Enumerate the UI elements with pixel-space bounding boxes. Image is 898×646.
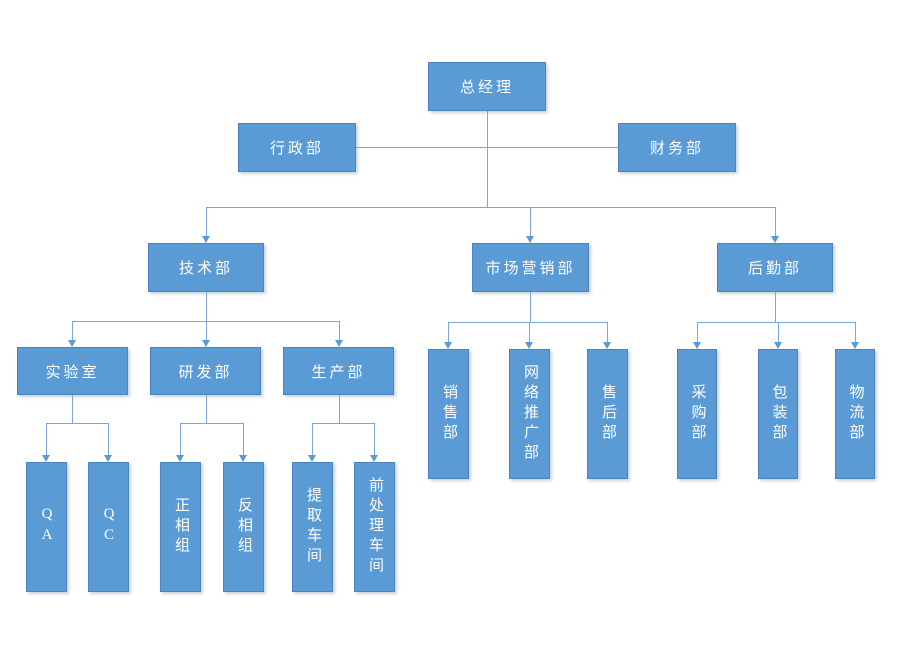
arrowhead-sales [444,342,452,349]
org-node-after-sales[interactable]: 售后部 [587,349,628,479]
connector-drop-production [339,321,340,341]
connector-logistics-bus [697,322,855,323]
org-node-production[interactable]: 生产部 [283,347,394,395]
arrowhead-rnd [202,340,210,347]
connector-drop-rnd [206,321,207,341]
org-node-shipping[interactable]: 物流部 [835,349,875,479]
connector-drop-lab [72,321,73,341]
connector-production-bus [312,423,375,424]
org-node-ceo-label: 总经理 [459,80,514,96]
connector-tech-trunk [206,292,207,321]
connector-lab-bus [46,423,109,424]
org-node-reverse-phase[interactable]: 反相组 [223,462,264,592]
arrowhead-purchasing [693,342,701,349]
arrowhead-online-promo [525,342,533,349]
org-node-admin[interactable]: 行政部 [238,123,356,172]
connector-drop-online-promo [529,322,530,343]
connector-drop-shipping [855,322,856,343]
connector-drop-qc [108,423,109,456]
connector-marketing-bus [448,322,607,323]
connector-drop-marketing [530,207,531,236]
connector-tech-bus [72,321,339,322]
org-node-ceo[interactable]: 总经理 [428,62,546,111]
org-node-packaging[interactable]: 包装部 [758,349,798,479]
org-node-extraction[interactable]: 提取车间 [292,462,333,592]
connector-drop-qa [46,423,47,456]
arrowhead-shipping [851,342,859,349]
connector-drop-normal-phase [180,423,181,456]
org-node-after-sales-label: 售后部 [600,384,616,444]
connector-production-trunk [339,395,340,423]
connector-drop-tech [206,207,207,236]
connector-ceo-trunk [487,111,488,207]
org-node-normal-phase[interactable]: 正相组 [160,462,201,592]
org-node-logistics-label: 后勤部 [747,261,802,277]
org-node-reverse-phase-label: 反相组 [236,497,252,557]
connector-admin-finance [356,147,618,148]
arrowhead-normal-phase [176,455,184,462]
connector-level3-bus [206,207,775,208]
org-node-rnd-label: 研发部 [178,364,233,381]
arrowhead-marketing [526,236,534,243]
org-node-sales[interactable]: 销售部 [428,349,469,479]
arrowhead-reverse-phase [239,455,247,462]
connector-rnd-bus [180,423,244,424]
connector-drop-pretreatment [374,423,375,456]
org-node-qa[interactable]: QA [26,462,67,592]
org-node-lab-label: 实验室 [45,364,100,381]
arrowhead-packaging [774,342,782,349]
org-node-marketing[interactable]: 市场营销部 [472,243,589,292]
arrowhead-extraction [308,455,316,462]
org-node-packaging-label: 包装部 [770,384,787,444]
arrowhead-qa [42,455,50,462]
arrowhead-tech [202,236,210,243]
connector-logistics-trunk [775,292,776,322]
org-node-qa-label: QA [39,506,55,548]
org-node-lab[interactable]: 实验室 [17,347,128,395]
connector-drop-reverse-phase [243,423,244,456]
org-node-marketing-label: 市场营销部 [485,261,576,277]
org-node-purchasing[interactable]: 采购部 [677,349,717,479]
org-node-purchasing-label: 采购部 [689,384,706,444]
org-node-rnd[interactable]: 研发部 [150,347,261,395]
org-node-qc-label: QC [101,506,117,548]
org-node-extraction-label: 提取车间 [305,487,321,567]
org-node-normal-phase-label: 正相组 [173,497,189,557]
connector-drop-logistics [775,207,776,236]
org-node-finance-label: 财务部 [649,141,704,157]
connector-drop-sales [448,322,449,343]
arrowhead-qc [104,455,112,462]
org-node-online-promo[interactable]: 网络推广部 [509,349,550,479]
connector-drop-purchasing [697,322,698,343]
org-node-tech-label: 技术部 [178,261,233,277]
arrowhead-pretreatment [370,455,378,462]
connector-drop-after-sales [607,322,608,343]
org-node-finance[interactable]: 财务部 [618,123,736,172]
org-node-pretreatment-label: 前处理车间 [367,477,383,577]
org-node-shipping-label: 物流部 [847,384,864,444]
connector-marketing-trunk [530,292,531,322]
connector-lab-trunk [72,395,73,423]
org-node-pretreatment[interactable]: 前处理车间 [354,462,395,592]
org-node-production-label: 生产部 [311,364,366,381]
connector-rnd-trunk [206,395,207,423]
connector-drop-packaging [778,322,779,343]
arrowhead-after-sales [603,342,611,349]
arrowhead-logistics [771,236,779,243]
org-node-online-promo-label: 网络推广部 [522,364,538,464]
arrowhead-lab [68,340,76,347]
org-node-qc[interactable]: QC [88,462,129,592]
connector-drop-extraction [312,423,313,456]
org-node-tech[interactable]: 技术部 [148,243,264,292]
org-node-logistics[interactable]: 后勤部 [717,243,833,292]
org-node-sales-label: 销售部 [441,384,457,444]
arrowhead-production [335,340,343,347]
org-node-admin-label: 行政部 [269,141,324,157]
